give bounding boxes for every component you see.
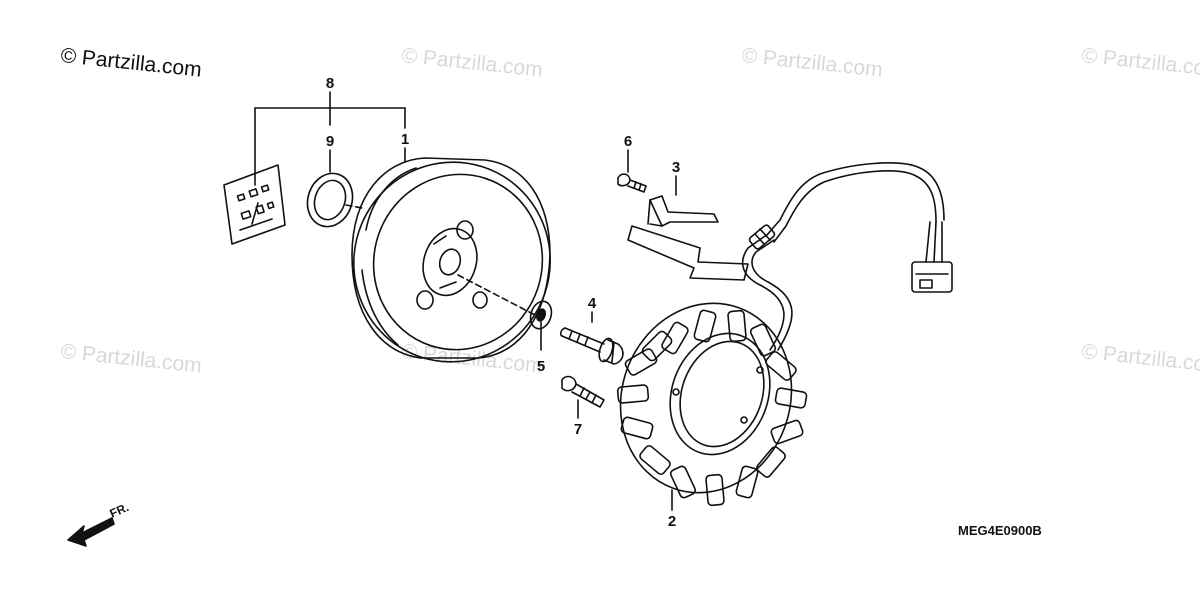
bolt-part: [561, 375, 605, 408]
callout-2: 2: [668, 513, 676, 530]
callout-7: 7: [574, 421, 582, 438]
front-direction-arrow: [67, 517, 115, 547]
direction-label: FR.: [108, 500, 131, 521]
callout-5: 5: [537, 358, 545, 375]
small-bolt-part: [617, 173, 647, 193]
flywheel-part: [351, 157, 551, 363]
diagram-code: MEG4E0900B: [958, 523, 1042, 538]
callout-8: 8: [326, 75, 334, 92]
label-sheet-part: [223, 164, 286, 245]
flange-bolt-part: [559, 327, 624, 365]
bracket-8: [254, 91, 406, 186]
callout-4: 4: [588, 295, 597, 312]
stator-teeth: [616, 309, 808, 507]
clamp-part: [627, 195, 749, 281]
stator-part: [616, 302, 808, 507]
callout-3: 3: [672, 159, 680, 176]
washer-part: [529, 300, 553, 330]
callout-6: 6: [624, 133, 632, 150]
callout-9: 9: [326, 133, 334, 150]
callout-1: 1: [401, 131, 409, 148]
wire-harness: [741, 162, 953, 351]
o-ring-part: [306, 172, 354, 228]
